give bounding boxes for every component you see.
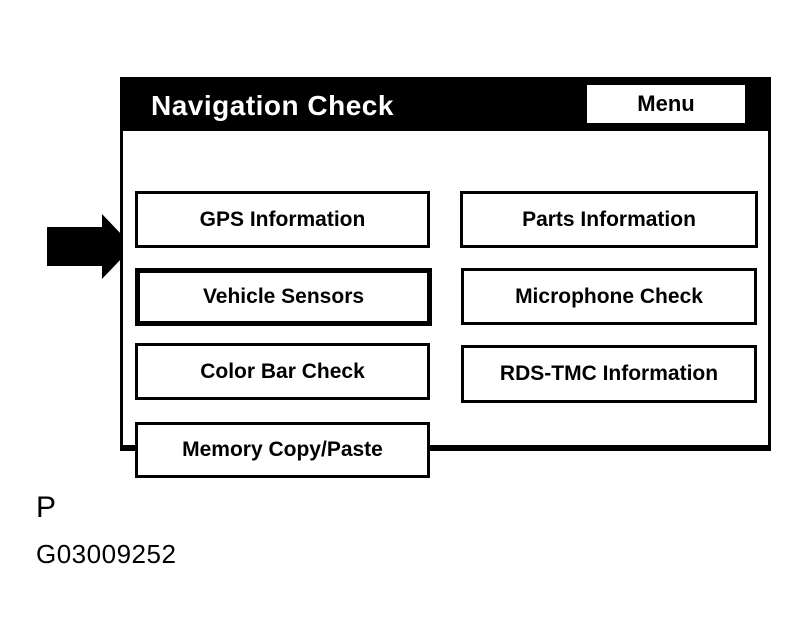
caption-figure-id: G03009252 [36,539,177,569]
panel-title: Navigation Check [151,89,394,121]
panel-header: Navigation Check Menu [123,80,768,131]
button-parts-information[interactable]: Parts Information [460,191,758,248]
button-memory-copy-paste[interactable]: Memory Copy/Paste [135,422,430,478]
button-microphone-check[interactable]: Microphone Check [461,268,757,325]
button-gps-information[interactable]: GPS Information [135,191,430,248]
navigation-check-panel: Navigation Check Menu GPS Information Pa… [120,77,771,478]
panel-body: GPS Information Parts Information Vehicl… [123,131,768,478]
caption-page-label: P [36,491,57,524]
menu-button[interactable]: Menu [587,85,745,123]
button-vehicle-sensors[interactable]: Vehicle Sensors [135,268,432,326]
button-color-bar-check[interactable]: Color Bar Check [135,343,430,400]
selection-pointer-arrow-icon [47,214,133,279]
button-rds-tmc-information[interactable]: RDS-TMC Information [461,345,757,403]
